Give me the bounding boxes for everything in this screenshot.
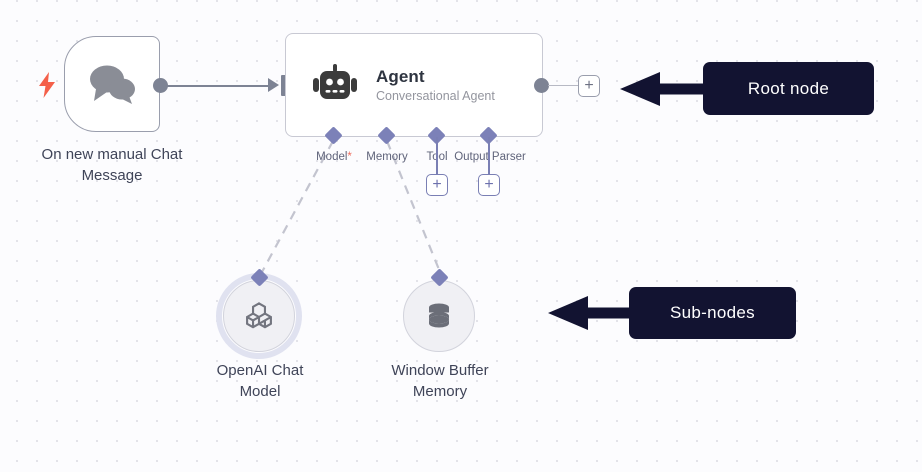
callout-arrow-sub-icon — [548, 296, 631, 330]
memory-label-line1: Window Buffer — [391, 362, 489, 379]
node-window-buffer-memory[interactable] — [403, 280, 475, 352]
agent-subtitle: Conversational Agent — [376, 89, 495, 103]
memory-label-line2: Memory — [412, 383, 468, 400]
callout-root-node: Root node — [703, 62, 874, 115]
connection-trigger-to-agent[interactable] — [160, 84, 270, 87]
port-label-text-model: Model — [316, 151, 348, 163]
openai-logo-icon — [246, 302, 272, 329]
tool-plus-stem — [436, 137, 438, 175]
lightning-bolt-icon — [39, 72, 55, 98]
required-asterisk-icon: * — [347, 151, 352, 163]
add-node-button-output-parser[interactable]: + — [478, 174, 500, 196]
node-label-openai-chat-model: OpenAI Chat Model — [180, 360, 340, 402]
callout-sub-nodes: Sub-nodes — [629, 287, 796, 339]
connector-memory-to-window-buffer — [385, 140, 442, 273]
openai-label-line2: Model — [239, 383, 281, 400]
openai-label-line1: OpenAI Chat — [216, 362, 304, 379]
callout-arrow-root-icon — [620, 72, 705, 106]
agent-port-label-output-parser: Output Parser — [454, 151, 526, 163]
add-node-button-tool[interactable]: + — [426, 174, 448, 196]
node-label-window-buffer-memory: Window Buffer Memory — [360, 360, 520, 402]
node-openai-chat-model[interactable] — [223, 280, 295, 352]
output-parser-plus-stem — [488, 137, 490, 175]
chat-bubbles-icon — [90, 65, 135, 104]
database-icon — [429, 303, 449, 328]
node-agent[interactable]: Agent Conversational Agent — [285, 33, 543, 137]
add-node-button-output[interactable]: + — [578, 75, 600, 97]
agent-port-label-memory: Memory — [366, 151, 408, 163]
agent-output-connector[interactable] — [534, 78, 549, 93]
agent-text-block: Agent Conversational Agent — [376, 67, 495, 103]
agent-port-label-model: Model* — [300, 151, 368, 163]
node-label-trigger: On new manual Chat Message — [41, 146, 183, 184]
robot-icon — [313, 64, 357, 99]
agent-title: Agent — [376, 67, 425, 86]
connection-arrowhead-icon — [268, 78, 279, 92]
connector-model-to-openai — [261, 140, 334, 273]
agent-output-stub — [548, 84, 578, 87]
node-on-new-manual-chat-message[interactable] — [64, 36, 160, 132]
